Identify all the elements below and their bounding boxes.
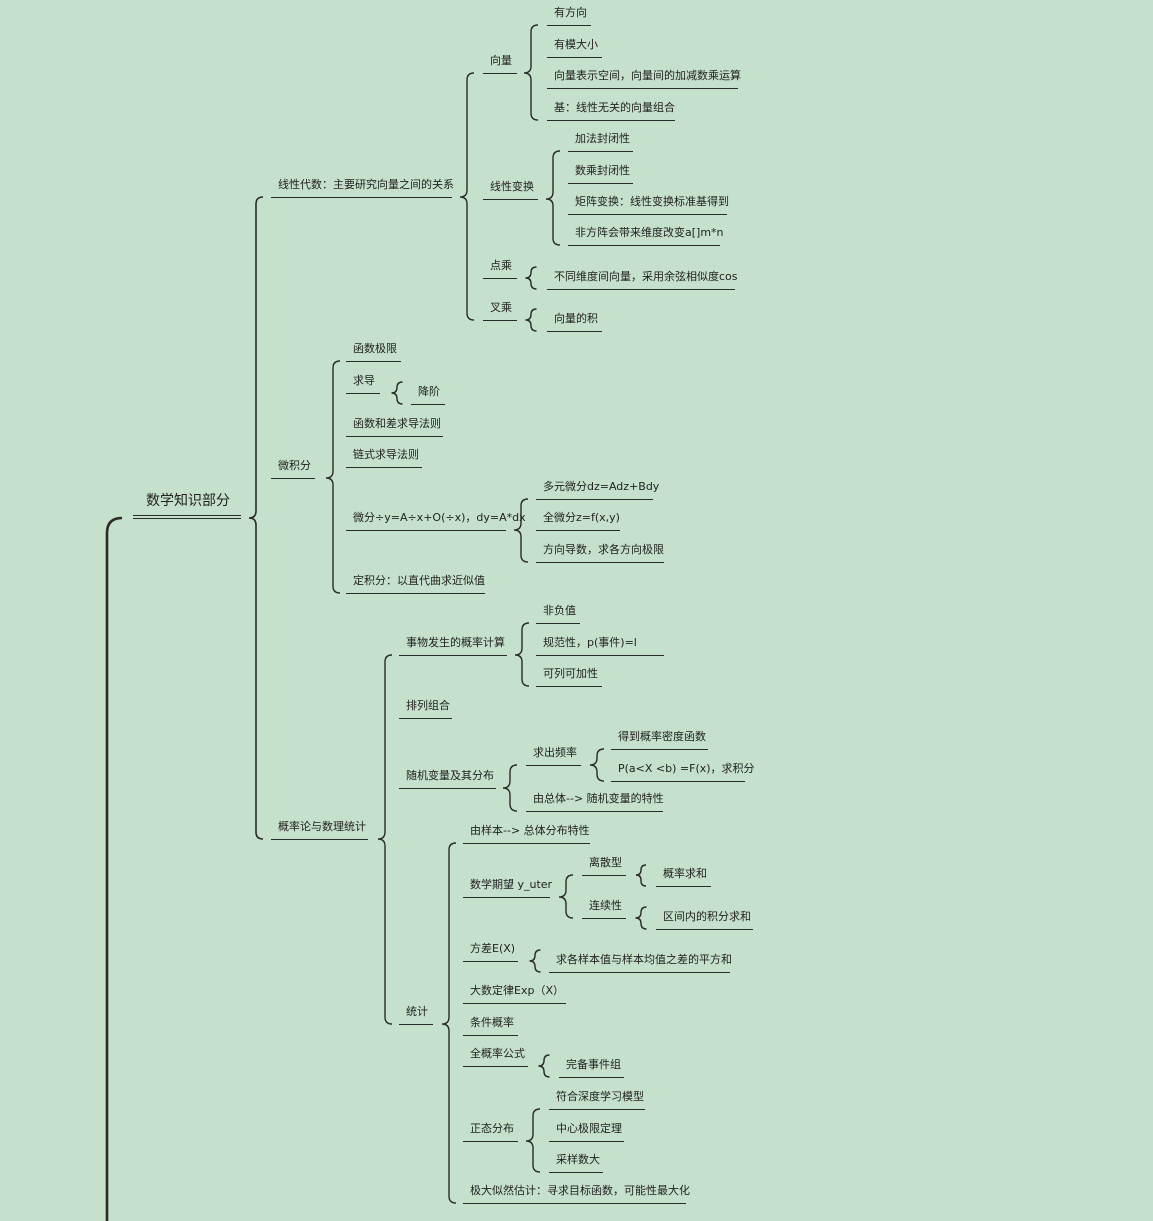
node-expectation[interactable]: 数学期望 y_uter	[463, 874, 552, 898]
node-scalar-closure[interactable]: 数乘封闭性	[568, 160, 633, 184]
node-random-variable[interactable]: 随机变量及其分布	[399, 765, 496, 789]
node-vector-product[interactable]: 向量的积	[547, 308, 602, 332]
brace-expectation	[558, 874, 574, 919]
brace-variance	[529, 949, 541, 973]
brace-linear-transform	[545, 150, 561, 246]
node-discrete[interactable]: 离散型	[582, 852, 626, 876]
brace-continuous	[635, 906, 647, 930]
brace-total-probability	[538, 1054, 550, 1078]
node-vector-direction[interactable]: 有方向	[547, 2, 591, 26]
brace-frequency	[589, 748, 605, 782]
brace-cross-product	[525, 308, 537, 332]
node-variance[interactable]: 方差E(X)	[463, 938, 518, 962]
node-large-sample[interactable]: 采样数大	[549, 1149, 603, 1173]
node-normal-distribution[interactable]: 正态分布	[463, 1118, 518, 1142]
node-non-negative[interactable]: 非负值	[536, 600, 580, 624]
brace-normal-distribution	[525, 1108, 541, 1173]
node-root[interactable]: 数学知识部分	[133, 490, 241, 519]
node-density-function[interactable]: 得到概率密度函数	[611, 726, 708, 750]
node-multivariate-differential[interactable]: 多元微分dz=Adz+Bdy	[536, 476, 659, 500]
brace-level-1	[248, 196, 264, 840]
node-matrix-transform[interactable]: 矩阵变换：线性变换标准基得到	[568, 191, 729, 215]
brace-statistics	[441, 842, 457, 1204]
node-maximum-likelihood[interactable]: 极大似然估计：寻求目标函数，可能性最大化	[463, 1180, 690, 1204]
node-sum-rule[interactable]: 函数和差求导法则	[346, 413, 443, 437]
node-deep-learning-fit[interactable]: 符合深度学习模型	[549, 1086, 645, 1110]
node-vector[interactable]: 向量	[483, 50, 517, 74]
node-event-probability[interactable]: 事物发生的概率计算	[399, 632, 507, 656]
node-continuous[interactable]: 连续性	[582, 895, 626, 919]
brace-random-variable	[502, 764, 518, 812]
node-combinatorics[interactable]: 排列组合	[399, 695, 452, 719]
node-non-square-matrix[interactable]: 非方阵会带来维度改变a[]m*n	[568, 222, 724, 246]
node-vector-magnitude[interactable]: 有模大小	[547, 34, 602, 58]
node-differential[interactable]: 微分÷y=A÷x+O(÷x)，dy=A*dx	[346, 507, 526, 531]
node-interval-integral[interactable]: 区间内的积分求和	[656, 906, 753, 930]
node-central-limit[interactable]: 中心极限定理	[549, 1118, 624, 1142]
node-additive-closure[interactable]: 加法封闭性	[568, 128, 633, 152]
node-vector-basis[interactable]: 基：线性无关的向量组合	[547, 97, 675, 121]
brace-event-probability	[514, 622, 530, 687]
node-cdf-integral[interactable]: P(a<X <b) =F(x)，求积分	[611, 758, 755, 782]
node-law-of-large-numbers[interactable]: 大数定律Exp（X）	[463, 980, 566, 1004]
node-order-reduction[interactable]: 降阶	[411, 381, 445, 405]
node-dot-product[interactable]: 点乘	[483, 255, 517, 279]
node-conditional-probability[interactable]: 条件概率	[463, 1012, 518, 1036]
node-normalization[interactable]: 规范性，p(事件)=l	[536, 632, 664, 656]
node-vector-space-ops[interactable]: 向量表示空间，向量间的加减数乘运算	[547, 65, 741, 89]
node-population-features[interactable]: 由总体--> 随机变量的特性	[526, 788, 664, 812]
brace-derivative	[391, 381, 403, 405]
node-total-differential[interactable]: 全微分z=f(x,y)	[536, 507, 620, 531]
node-countable-additivity[interactable]: 可列可加性	[536, 663, 602, 687]
node-definite-integral[interactable]: 定积分：以直代曲求近似值	[346, 570, 485, 594]
brace-root	[105, 516, 123, 1221]
node-complete-events[interactable]: 完备事件组	[559, 1054, 624, 1078]
brace-differential	[513, 498, 529, 563]
brace-vector	[523, 24, 539, 121]
node-cross-product[interactable]: 叉乘	[483, 297, 517, 321]
node-squared-deviation[interactable]: 求各样本值与样本均值之差的平方和	[549, 949, 732, 973]
node-probability-statistics[interactable]: 概率论与数理统计	[271, 816, 368, 840]
node-total-probability[interactable]: 全概率公式	[463, 1043, 528, 1067]
node-sample-to-population[interactable]: 由样本--> 总体分布特性	[463, 820, 590, 844]
node-function-limit[interactable]: 函数极限	[346, 338, 401, 362]
node-probability-sum[interactable]: 概率求和	[656, 863, 711, 887]
node-directional-derivative[interactable]: 方向导数，求各方向极限	[536, 539, 664, 563]
node-chain-rule[interactable]: 链式求导法则	[346, 444, 422, 468]
node-frequency[interactable]: 求出频率	[526, 742, 581, 766]
brace-probability	[377, 654, 393, 1025]
node-linear-algebra[interactable]: 线性代数：主要研究向量之间的关系	[271, 174, 454, 198]
brace-calculus	[325, 360, 341, 594]
node-calculus[interactable]: 微积分	[271, 455, 315, 479]
brace-dot-product	[525, 266, 537, 290]
node-cosine-similarity[interactable]: 不同维度间向量，采用余弦相似度cos	[547, 266, 738, 290]
brace-linear-algebra	[459, 72, 475, 321]
node-derivative[interactable]: 求导	[346, 370, 380, 394]
brace-discrete	[635, 864, 647, 887]
node-linear-transform[interactable]: 线性变换	[483, 176, 538, 200]
node-statistics[interactable]: 统计	[399, 1001, 433, 1025]
